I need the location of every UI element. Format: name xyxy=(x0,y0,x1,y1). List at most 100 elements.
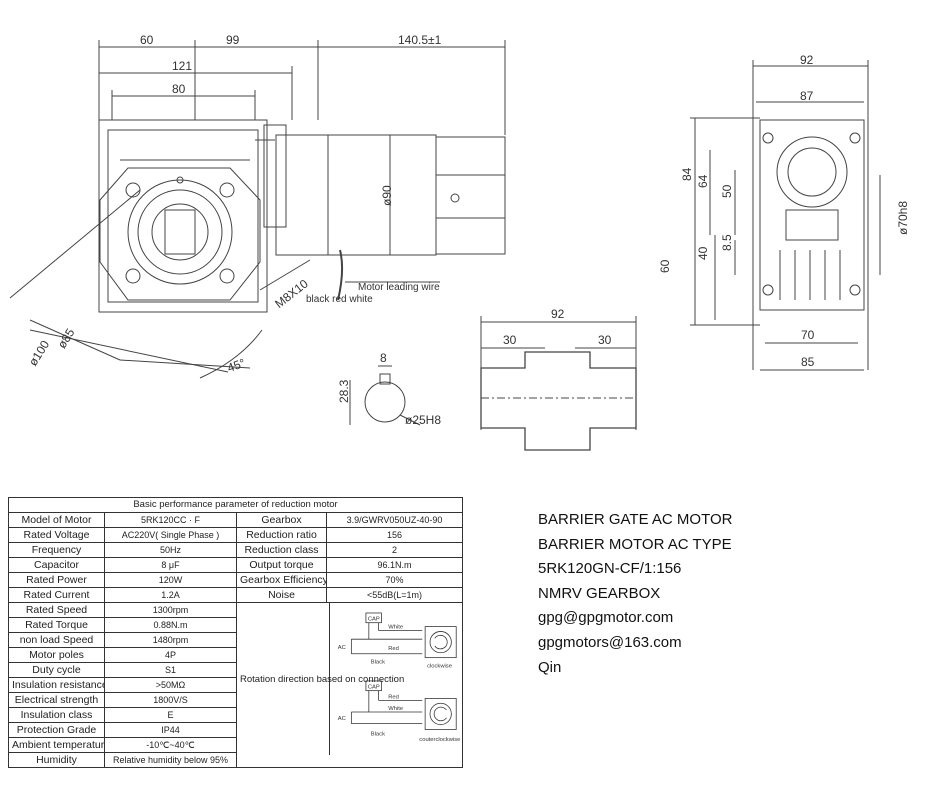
spec-label: Rated Power xyxy=(8,572,105,588)
spec-value: 0.88N.m xyxy=(104,617,237,633)
info-line-contact: Qin xyxy=(538,658,562,676)
spec-label: Humidity xyxy=(8,752,105,768)
spec-value: 3.9/GWRV050UZ-40-90 xyxy=(325,512,464,528)
rotation-label: Rotation direction based on connection xyxy=(238,603,404,755)
motor-body xyxy=(275,134,437,256)
info-line-email-2: gpgmotors@163.com xyxy=(538,633,682,651)
wiring-white-top: White xyxy=(388,625,403,631)
spec-value: 120W xyxy=(104,572,237,588)
info-line-title: BARRIER GATE AC MOTOR xyxy=(538,511,733,528)
wiring-white-bottom: White xyxy=(388,706,403,712)
product-info: BARRIER GATE AC MOTOR BARRIER MOTOR AC T… xyxy=(538,508,732,680)
spec-label: Capacitor xyxy=(8,557,105,573)
keyway-circle xyxy=(364,381,406,423)
info-line-email-1: gpg@gpgmotor.com xyxy=(538,609,674,627)
dim-121: 121 xyxy=(172,59,192,73)
dim-shaft-30b: 30 xyxy=(598,333,612,347)
motor-symbol-bottom xyxy=(424,698,457,730)
spec-value: <55dB(L=1m) xyxy=(325,587,464,603)
spec-value: IP44 xyxy=(104,722,237,738)
spec-label: Reduction class xyxy=(236,542,327,558)
dim-dia100: ø100 xyxy=(26,338,53,369)
spec-label: non load Speed xyxy=(8,632,105,648)
spec-value: AC220V( Single Phase ) xyxy=(104,527,237,543)
spec-value: 2 xyxy=(325,542,464,558)
wiring-black-bottom: Black xyxy=(371,731,385,737)
spec-label: Model of Motor xyxy=(8,512,105,528)
dim-87: 87 xyxy=(800,89,814,103)
spec-value: 70% xyxy=(325,572,464,588)
shaft-section xyxy=(480,351,637,451)
spec-value: 1800V/S xyxy=(104,692,237,708)
motor-end-cap xyxy=(435,136,506,255)
dim-key-8: 8 xyxy=(380,351,387,365)
dim-shaft-30a: 30 xyxy=(503,333,517,347)
dim-140: 140.5±1 xyxy=(398,33,442,47)
spec-label: Reduction ratio xyxy=(236,527,327,543)
spec-label: Noise xyxy=(236,587,327,603)
gearbox-side xyxy=(759,119,865,311)
spec-label: Ambient temperature xyxy=(8,737,105,753)
spec-label: Gearbox Efficiency xyxy=(236,572,327,588)
spec-label: Output torque xyxy=(236,557,327,573)
spec-label: Rated Torque xyxy=(8,617,105,633)
wiring-counterclockwise: couterclockwise xyxy=(419,737,460,743)
dim-angle45: 45° xyxy=(225,356,247,375)
spec-value: 96.1N.m xyxy=(325,557,464,573)
dim-80: 80 xyxy=(172,82,186,96)
spec-label: Gearbox xyxy=(236,512,327,528)
spec-value: 1300rpm xyxy=(104,602,237,618)
dim-dia70h8: ø70h8 xyxy=(896,201,910,235)
spec-table: Basic performance parameter of reduction… xyxy=(7,497,464,768)
wiring-cap-top: CAP xyxy=(368,617,380,623)
dim-dia90: ø90 xyxy=(380,185,394,206)
dim-99: 99 xyxy=(226,33,240,47)
motor-lead-wire xyxy=(337,249,344,301)
spec-label: Protection Grade xyxy=(8,722,105,738)
spec-value: 1480rpm xyxy=(104,632,237,648)
wiring-ac-bottom: AC xyxy=(338,716,346,722)
output-bore xyxy=(127,179,233,285)
wiring-red-bottom: Red xyxy=(388,694,399,700)
dim-dia85: ø85 xyxy=(55,326,78,351)
wiring-ac-top: AC xyxy=(338,645,346,651)
wiring-cap-bottom: CAP xyxy=(368,685,380,691)
spec-value: >50MΩ xyxy=(104,677,237,693)
spec-label: Insulation class xyxy=(8,707,105,723)
dim-40: 40 xyxy=(696,246,710,260)
spec-label: Electrical strength xyxy=(8,692,105,708)
spec-label: Motor poles xyxy=(8,647,105,663)
spec-title: Basic performance parameter of reduction… xyxy=(7,497,464,513)
dim-92-top: 92 xyxy=(800,53,814,67)
spec-value: 8 μF xyxy=(104,557,237,573)
dim-70: 70 xyxy=(801,328,815,342)
dim-60: 60 xyxy=(140,33,154,47)
wiring-diagram: CAP White Red AC Black clockwise CAP Red… xyxy=(338,612,460,743)
wiring-panel: Rotation direction based on connection xyxy=(235,602,464,768)
dim-50: 50 xyxy=(720,184,734,198)
dim-84: 84 xyxy=(680,167,694,181)
dim-dia25h8: ø25H8 xyxy=(405,413,441,427)
spec-value: S1 xyxy=(104,662,237,678)
gearbox-flange xyxy=(99,167,261,301)
spec-value: E xyxy=(104,707,237,723)
cap-box-bottom xyxy=(365,680,382,692)
side-bore xyxy=(776,136,848,208)
dim-60-side: 60 xyxy=(658,259,672,273)
info-line-type: BARRIER MOTOR AC TYPE xyxy=(538,535,732,553)
gearbox-housing xyxy=(98,119,268,313)
dim-key-28-3: 28.3 xyxy=(337,379,351,403)
note-motor-wire: Motor leading wire xyxy=(358,282,440,293)
spec-label: Rated Voltage xyxy=(8,527,105,543)
spec-value: 5RK120CC · F xyxy=(104,512,237,528)
spec-value: 1.2A xyxy=(104,587,237,603)
info-line-gearbox: NMRV GEARBOX xyxy=(538,584,661,602)
spec-label: Duty cycle xyxy=(8,662,105,678)
dim-8-5: 8.5 xyxy=(720,234,734,251)
spec-label: Insulation resistance xyxy=(8,677,105,693)
dim-85: 85 xyxy=(801,355,815,369)
motor-symbol-top xyxy=(424,626,457,659)
spec-value: Relative humidity below 95% xyxy=(104,752,237,768)
technical-drawing: 60 99 140.5±1 121 80 ø90 M8X10 Motor lea… xyxy=(9,33,910,451)
wiring-red-top: Red xyxy=(388,646,399,652)
